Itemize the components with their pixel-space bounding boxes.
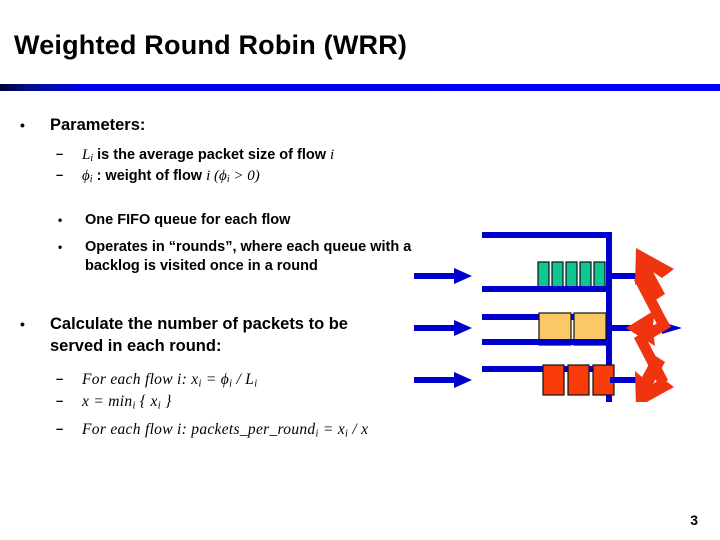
wrr-queue-diagram — [410, 222, 720, 402]
packets-flow-1 — [537, 261, 606, 291]
param-text-packet-size: Li is the average packet size of flow i — [82, 145, 334, 169]
inbound-arrow-flow-2 — [414, 320, 472, 336]
bullet-marker: • — [58, 213, 63, 227]
page-title: Weighted Round Robin (WRR) — [14, 30, 408, 60]
dash-marker: – — [56, 421, 64, 436]
formula-item-xi: – For each flow i: xi = ϕi / Li — [56, 370, 257, 395]
sub-bullet-fifo-queue-label: One FIFO queue for each flow — [85, 212, 291, 228]
formula-item-x-min: – x = mini { xi } — [56, 392, 172, 417]
bullet-marker: • — [58, 240, 63, 254]
round-robin-selector-icon — [626, 248, 674, 402]
bullet-marker: • — [20, 117, 25, 133]
dash-marker: – — [56, 167, 64, 182]
symbol-i: i — [330, 147, 335, 163]
param-phrase-packet-size: is the average packet size of flow — [93, 147, 331, 163]
bullet-parameters: • Parameters: — [20, 114, 400, 136]
sub-bullet-fifo-queue: • One FIFO queue for each flow — [58, 211, 408, 230]
bullet-calculate-label: Calculate the number of packets to be se… — [50, 315, 348, 355]
formula-item-packets-per-round: – For each flow i: packets_per_roundi = … — [56, 420, 368, 445]
dash-marker: – — [56, 393, 64, 408]
inbound-arrow-flow-3 — [414, 372, 472, 388]
inbound-arrow-flow-1 — [414, 268, 472, 284]
sub-bullet-rounds-label: Operates in “rounds”, where each queue w… — [85, 239, 412, 274]
symbol-i: i — [206, 168, 211, 184]
param-item-packet-size: – Li is the average packet size of flow … — [56, 145, 334, 169]
formula-xi: For each flow i: xi = ϕi / Li — [82, 371, 258, 390]
param-phrase-weight: : weight of flow — [92, 168, 207, 184]
outbound-link-flow-3 — [610, 377, 654, 383]
bullet-parameters-label: Parameters: — [50, 116, 146, 134]
dash-marker: – — [56, 371, 64, 386]
bullet-marker: • — [20, 316, 25, 332]
formula-x-min: x = mini { xi } — [82, 393, 172, 412]
dash-marker: – — [56, 146, 64, 161]
param-item-weight: – ϕi : weight of flow i (ϕi > 0) — [56, 166, 260, 190]
symbol-phi-positive: (ϕi > 0) — [210, 168, 260, 185]
param-text-weight: ϕi : weight of flow i (ϕi > 0) — [82, 166, 260, 190]
queue-flow-1 — [482, 232, 654, 320]
queue-flow-3 — [482, 339, 654, 402]
symbol-L-i: Li — [82, 147, 94, 164]
title-underline-bar — [0, 84, 720, 91]
outbound-link-flow-1 — [610, 273, 654, 279]
packets-flow-3 — [542, 364, 615, 396]
symbol-phi-i: ϕi — [82, 168, 93, 185]
page-number: 3 — [690, 512, 698, 528]
bullet-calculate: • Calculate the number of packets to be … — [20, 313, 390, 357]
sub-bullet-rounds: • Operates in “rounds”, where each queue… — [58, 238, 413, 276]
formula-packets-per-round: For each flow i: packets_per_roundi = xi… — [82, 421, 369, 440]
